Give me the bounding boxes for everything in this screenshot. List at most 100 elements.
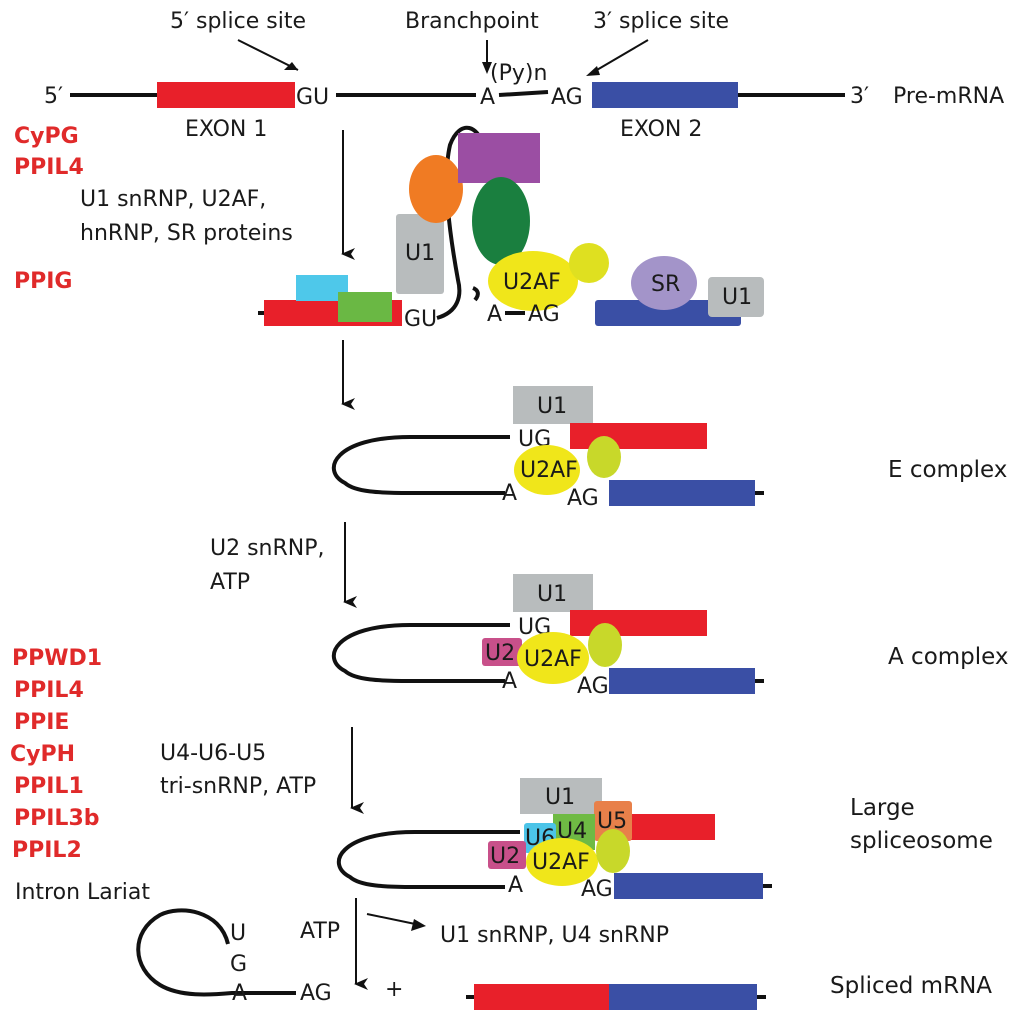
- factor-cyph: CyPH: [10, 742, 75, 767]
- large-spliceosome: U1 U5 U4 U6 U2 U2AF A AG: [337, 778, 772, 902]
- released-snrnps: U1 snRNP, U4 snRNP: [440, 923, 669, 948]
- lariat-g-label: G: [230, 952, 247, 977]
- three-ss-arrowhead: [586, 66, 600, 76]
- exon1-box: [157, 82, 295, 108]
- factor-ppil2: PPIL2: [12, 838, 82, 863]
- ls-u2: [488, 841, 526, 869]
- u2af-label-a: U2AF: [503, 270, 561, 295]
- three-splice-site-label: 3′ splice site: [593, 9, 729, 34]
- u1-label-a: U1: [405, 241, 435, 266]
- lariat-u-label: U: [230, 921, 246, 946]
- a-complex: U1 UG U2 U2AF A AG: [332, 574, 764, 699]
- dark-green-protein: [472, 177, 530, 265]
- e-u1-label: U1: [537, 394, 567, 419]
- ls-u2af-small: [596, 829, 630, 873]
- three-ss-pointer: [589, 39, 649, 75]
- a-exon2: [609, 668, 755, 694]
- a-assembly-label: A: [487, 302, 502, 327]
- pre-mrna-row: 5′ splice site Branchpoint 3′ splice sit…: [44, 9, 1004, 142]
- step3-text-1: U4-U6-U5: [160, 741, 266, 766]
- ls-intron-loop: [337, 830, 520, 889]
- step1-text-1: U1 snRNP, U2AF,: [80, 187, 266, 212]
- a-u2af-small: [588, 623, 622, 667]
- spliced-exon1: [474, 984, 610, 1010]
- lariat-loop: [136, 908, 296, 997]
- five-ss-pointer: [237, 39, 299, 71]
- large-label-2: spliceosome: [850, 828, 993, 854]
- branchpoint-label: Branchpoint: [405, 9, 539, 34]
- five-prime-label: 5′: [44, 84, 63, 109]
- factor-ppil4: PPIL4: [14, 155, 84, 180]
- green-protein: [338, 292, 392, 322]
- ls-u2-label: U2: [490, 844, 520, 869]
- a-u2af-label: U2AF: [524, 647, 582, 672]
- ls-u5: [594, 801, 632, 841]
- factor-ppil3b: PPIL3b: [14, 806, 100, 831]
- polypyrimidine-label: (Py)n: [490, 61, 547, 86]
- step2-text-2: ATP: [210, 570, 250, 595]
- factor-ppwd1: PPWD1: [12, 646, 102, 671]
- sr-label: SR: [651, 272, 680, 297]
- branchpoint-arrowhead: [482, 62, 492, 74]
- intron-lariat-title: Intron Lariat: [15, 880, 150, 905]
- factor-cypg: CyPG: [14, 124, 79, 149]
- intron-line-py: [498, 90, 549, 97]
- five-splice-site-label: 5′ splice site: [170, 9, 306, 34]
- plus-sign: +: [385, 977, 403, 1002]
- ag-label: AG: [551, 85, 583, 110]
- u1-label-b: U1: [722, 285, 752, 310]
- ls-ag-label: AG: [581, 877, 613, 902]
- a-complex-label: A complex: [888, 644, 1009, 670]
- a-intron-loop: [332, 623, 510, 683]
- ls-u2af: [526, 838, 598, 886]
- step1-text-2: hnRNP, SR proteins: [80, 221, 293, 246]
- a-u2af: [517, 632, 589, 684]
- e-complex: U1 UG U2AF A AG: [332, 386, 764, 511]
- a-a-label: A: [502, 669, 517, 694]
- spliced-mrna: [466, 984, 766, 1010]
- ls-u1-label: U1: [545, 785, 575, 810]
- e-exon2: [609, 480, 755, 506]
- e-a-label: A: [502, 481, 517, 506]
- gu-label: GU: [296, 85, 329, 110]
- e-ag-label: AG: [567, 486, 599, 511]
- three-prime-label: 3′: [850, 84, 869, 109]
- large-label-1: Large: [850, 795, 915, 821]
- u1-exon2-block: [708, 277, 764, 317]
- spliced-exon2: [609, 984, 757, 1010]
- assembly-exon2: [595, 300, 741, 326]
- ls-a-label: A: [508, 873, 523, 898]
- release-arrow: [366, 913, 421, 926]
- a-exon1: [570, 610, 707, 636]
- ls-u2af-label: U2AF: [532, 850, 590, 875]
- ls-u1: [520, 778, 602, 814]
- five-ss-arrowhead: [284, 62, 298, 70]
- factor-ppil1: PPIL1: [14, 774, 84, 799]
- factor-ppig: PPIG: [14, 269, 73, 294]
- a-u1-label: U1: [537, 582, 567, 607]
- u2af-assembly: [488, 251, 578, 311]
- step2-text-1: U2 snRNP,: [210, 536, 325, 561]
- pre-mrna-label: Pre-mRNA: [893, 84, 1004, 109]
- ls-exon2: [614, 873, 763, 899]
- e-intron-loop: [332, 435, 510, 495]
- intron-loop-right: [472, 286, 480, 302]
- a-ag-label: AG: [577, 674, 609, 699]
- step4-atp: ATP: [300, 919, 340, 944]
- lariat-ag-label: AG: [300, 981, 332, 1006]
- exon2-label: EXON 2: [620, 117, 702, 142]
- branch-a-label: A: [480, 85, 495, 110]
- factor-ppil4-b: PPIL4: [14, 678, 84, 703]
- lariat-a-label: A: [232, 981, 247, 1006]
- e-u2af-small: [587, 436, 621, 478]
- step1-factors: CyPG PPIL4 U1 snRNP, U2AF, hnRNP, SR pro…: [14, 124, 293, 294]
- step3-text-2: tri-snRNP, ATP: [160, 774, 316, 799]
- exon2-box: [592, 82, 738, 108]
- ag-assembly-label: AG: [528, 302, 560, 327]
- e-complex-label: E complex: [888, 457, 1007, 483]
- sr-protein: [631, 256, 697, 310]
- purple-protein: [458, 133, 540, 183]
- u1-snrnp-block: [396, 214, 444, 294]
- release-arrowhead: [411, 919, 426, 931]
